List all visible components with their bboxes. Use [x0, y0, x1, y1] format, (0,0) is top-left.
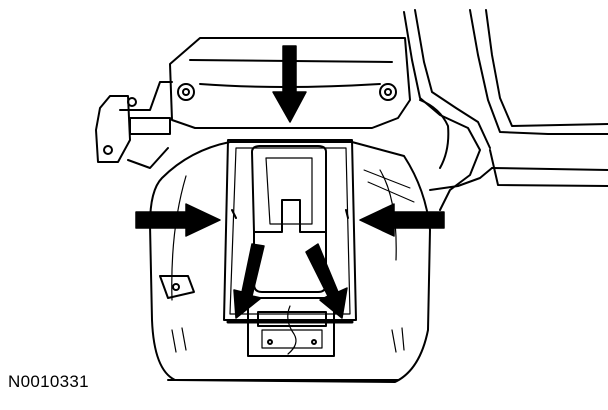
left-hinge-bracket: [95, 81, 173, 169]
seat-back-panel: [169, 37, 411, 129]
arrow-left: [135, 203, 221, 237]
arrow-right: [359, 203, 445, 237]
center-frame-channel: [223, 139, 357, 324]
arrow-top: [272, 45, 307, 123]
figure-id-label: N0010331: [8, 372, 89, 391]
callout-arrows: [135, 45, 445, 319]
vehicle-body-structure: [403, 9, 608, 211]
arrow-lower-left: [233, 243, 265, 319]
seat-cushion: [149, 141, 431, 383]
arrow-lower-right: [305, 243, 348, 319]
seat-latch-assembly: [247, 297, 335, 357]
